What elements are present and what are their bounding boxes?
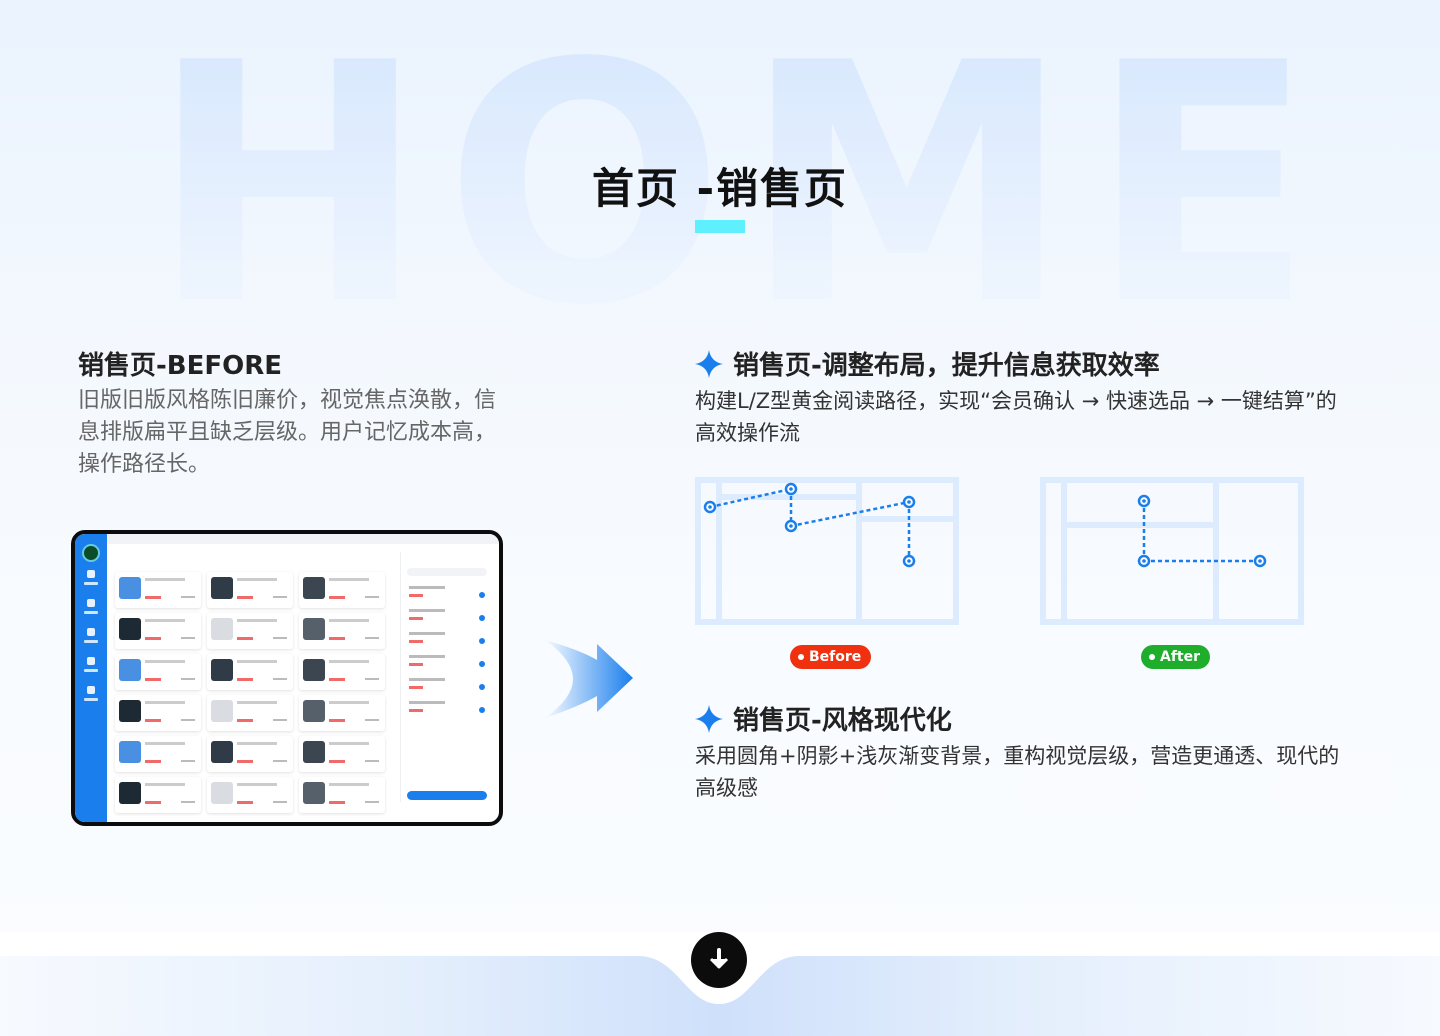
page-title: 首页 -销售页 bbox=[591, 164, 849, 213]
old-ui-cart-row bbox=[409, 676, 487, 694]
old-ui-product-grid bbox=[115, 572, 405, 813]
before-section-title: 销售页-BEFORE bbox=[78, 351, 283, 381]
old-ui-search-box bbox=[407, 568, 487, 576]
badge-dot-icon bbox=[798, 654, 804, 660]
arrow-down-icon bbox=[709, 948, 729, 969]
old-ui-product-card bbox=[207, 654, 293, 690]
feature-style-title-text: 销售页-风格现代化 bbox=[733, 706, 952, 736]
old-ui-logo-icon bbox=[82, 544, 100, 562]
old-ui-product-card bbox=[299, 777, 385, 813]
arrow-right-icon bbox=[545, 640, 633, 718]
background-watermark-word: HOME bbox=[150, 0, 1333, 377]
old-ui-product-card bbox=[115, 695, 201, 731]
old-ui-product-card bbox=[299, 736, 385, 772]
old-ui-nav-icon bbox=[87, 628, 95, 636]
old-ui-cart-row bbox=[409, 607, 487, 625]
old-ui-cart-row bbox=[409, 653, 487, 671]
feature-layout-description: 构建L/Z型黄金阅读路径，实现“会员确认 → 快速选品 → 一键结算”的高效操作… bbox=[695, 389, 1337, 445]
before-badge-label: Before bbox=[809, 649, 862, 665]
old-ui-product-card bbox=[207, 777, 293, 813]
feature-style-title: 销售页-风格现代化 bbox=[695, 700, 952, 737]
old-ui-nav-icon bbox=[87, 686, 95, 694]
feature-layout-title: 销售页-调整布局，提升信息获取效率 bbox=[695, 345, 1160, 382]
old-ui-product-card bbox=[299, 613, 385, 649]
old-ui-product-card bbox=[207, 695, 293, 731]
old-ui-product-card bbox=[115, 777, 201, 813]
old-ui-product-card bbox=[115, 654, 201, 690]
old-ui-nav-icon bbox=[87, 570, 95, 578]
after-badge: After bbox=[1141, 645, 1211, 669]
old-ui-product-card bbox=[207, 572, 293, 608]
old-ui-cart-row bbox=[409, 699, 487, 717]
badge-dot-icon bbox=[1149, 654, 1155, 660]
sparkle-star-icon bbox=[695, 349, 723, 378]
feature-layout-title-text: 销售页-调整布局，提升信息获取效率 bbox=[733, 351, 1160, 381]
after-layout-wireframe bbox=[1040, 477, 1304, 625]
old-ui-product-card bbox=[299, 654, 385, 690]
old-ui-nav-label bbox=[84, 640, 98, 643]
old-ui-product-card bbox=[115, 736, 201, 772]
old-ui-nav-label bbox=[84, 611, 98, 614]
old-ui-product-card bbox=[115, 613, 201, 649]
old-ui-nav-label bbox=[84, 698, 98, 701]
old-ui-product-card bbox=[115, 572, 201, 608]
old-ui-product-card bbox=[207, 613, 293, 649]
title-accent-bar bbox=[695, 220, 745, 233]
old-ui-topbar bbox=[107, 534, 499, 544]
old-ui-product-card bbox=[207, 736, 293, 772]
after-badge-label: After bbox=[1160, 649, 1201, 665]
old-ui-nav-icon bbox=[87, 599, 95, 607]
before-badge: Before bbox=[790, 645, 872, 669]
old-ui-nav-icon bbox=[87, 657, 95, 665]
old-ui-product-card bbox=[299, 695, 385, 731]
old-ui-screenshot-device bbox=[71, 530, 503, 826]
old-ui-cart-row bbox=[409, 630, 487, 648]
old-ui-cart-row bbox=[409, 584, 487, 602]
old-ui-nav-label bbox=[84, 669, 98, 672]
old-ui-sidebar bbox=[75, 534, 107, 822]
scroll-down-button[interactable] bbox=[691, 932, 747, 988]
before-section-description: 旧版旧版风格陈旧廉价，视觉焦点涣散，信息排版扁平且缺乏层级。用户记忆成本高，操作… bbox=[78, 388, 497, 477]
before-layout-wireframe bbox=[695, 477, 959, 625]
sparkle-star-icon bbox=[695, 704, 723, 733]
feature-style-description: 采用圆角+阴影+浅灰渐变背景，重构视觉层级，营造更通透、现代的高级感 bbox=[695, 744, 1340, 800]
old-ui-product-card bbox=[299, 572, 385, 608]
old-ui-nav-label bbox=[84, 582, 98, 585]
old-ui-cart-panel bbox=[400, 552, 491, 802]
old-ui-checkout-button bbox=[407, 791, 487, 800]
